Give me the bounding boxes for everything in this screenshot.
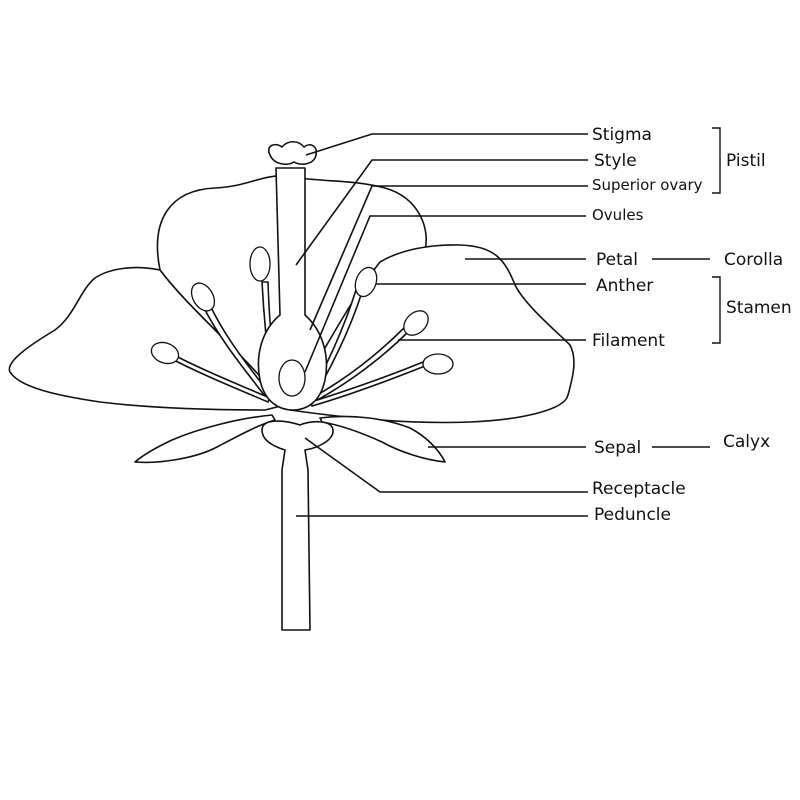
label-stamen: Stamen <box>726 298 792 318</box>
label-corolla: Corolla <box>724 250 783 270</box>
ovule-shape <box>278 359 306 397</box>
label-superior-ovary: Superior ovary <box>592 176 703 194</box>
label-receptacle: Receptacle <box>592 479 686 499</box>
label-anther: Anther <box>596 276 653 296</box>
pistil-shape <box>257 140 328 411</box>
stigma-shape <box>268 140 318 165</box>
label-style: Style <box>594 151 637 171</box>
sepal-left <box>134 414 276 464</box>
label-filament: Filament <box>592 331 665 351</box>
receptacle-shape <box>261 420 334 631</box>
anther-group <box>150 246 454 375</box>
label-stigma: Stigma <box>592 125 652 145</box>
label-pistil: Pistil <box>726 151 766 171</box>
label-peduncle: Peduncle <box>594 505 671 525</box>
label-sepal: Sepal <box>594 438 641 458</box>
label-calyx: Calyx <box>723 432 770 452</box>
label-ovules: Ovules <box>592 206 644 224</box>
pistil-bracket <box>712 127 721 194</box>
leader-lines <box>295 133 710 517</box>
label-petal: Petal <box>596 250 638 270</box>
sepal-right <box>319 415 446 463</box>
stamen-bracket <box>712 276 721 344</box>
